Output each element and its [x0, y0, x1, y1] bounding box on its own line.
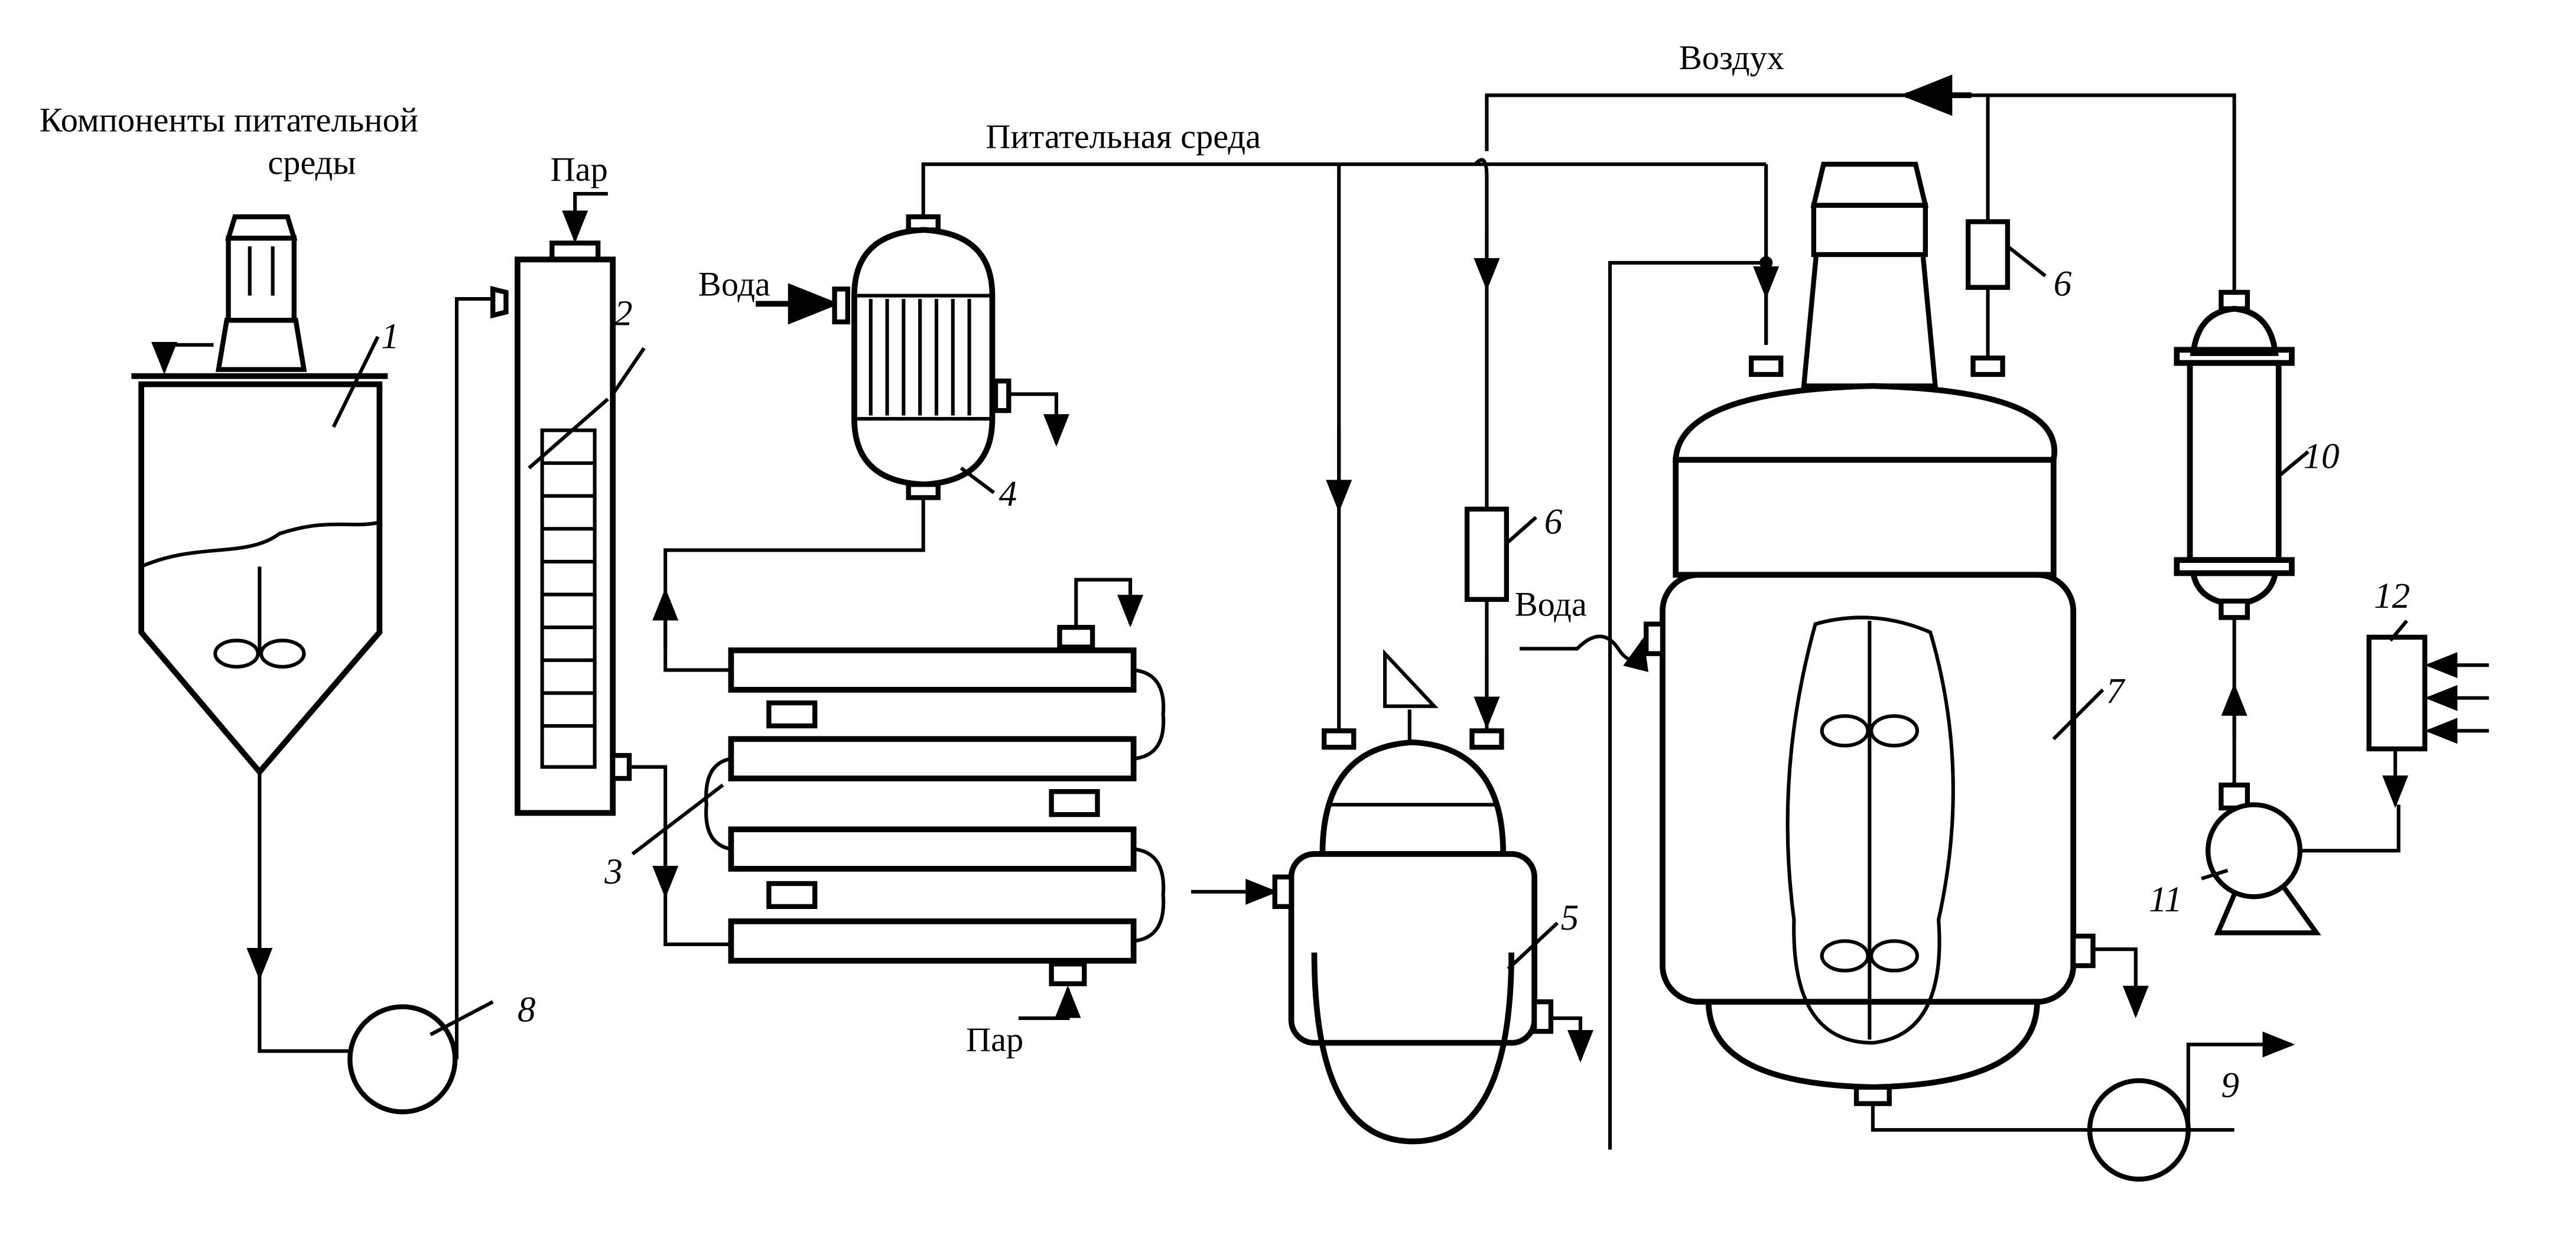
label-10: 10	[2303, 436, 2339, 476]
air-label: Воздух	[1679, 38, 1784, 77]
label-4: 4	[999, 474, 1017, 514]
components-label: Компоненты питательной	[40, 100, 418, 139]
heater-3: 3	[604, 578, 1166, 1021]
air-filter-10: 10	[2174, 289, 2340, 805]
pump-9: 9	[2087, 1044, 2292, 1182]
filter-6-left: 6	[1464, 74, 2236, 731]
components-label-2: среды	[268, 144, 356, 182]
water-right-label: Вода	[1515, 585, 1587, 624]
label-7: 7	[2106, 671, 2126, 711]
label-1: 1	[381, 316, 399, 356]
label-11: 11	[2149, 879, 2183, 920]
nutrient-medium-label: Питательная среда	[985, 117, 1261, 155]
pump-8: 8	[347, 297, 536, 1115]
label-8: 8	[518, 990, 536, 1030]
mixer-1: 1	[131, 214, 399, 1053]
label-6-left: 6	[1544, 502, 1563, 542]
compressor-11: 11	[2149, 782, 2401, 936]
steam-top-label: Пар	[551, 150, 608, 188]
cooler-4: 4	[652, 162, 1767, 672]
steam-bottom-label: Пар	[966, 1021, 1023, 1059]
label-6-right: 6	[2054, 264, 2072, 304]
fermenter-7: 7	[1520, 161, 2149, 1150]
label-5: 5	[1561, 898, 1579, 938]
label-9: 9	[2221, 1065, 2239, 1105]
air-intake-12: 12	[2366, 576, 2489, 808]
filter-6-right: 6	[1965, 95, 2072, 359]
label-3: 3	[604, 852, 623, 892]
sterilizing-column-2: 2	[490, 192, 731, 946]
seed-tank-5: 5	[1191, 164, 1593, 1145]
label-2: 2	[614, 294, 633, 334]
label-12: 12	[2374, 576, 2410, 616]
water-left-label: Вода	[698, 265, 770, 304]
